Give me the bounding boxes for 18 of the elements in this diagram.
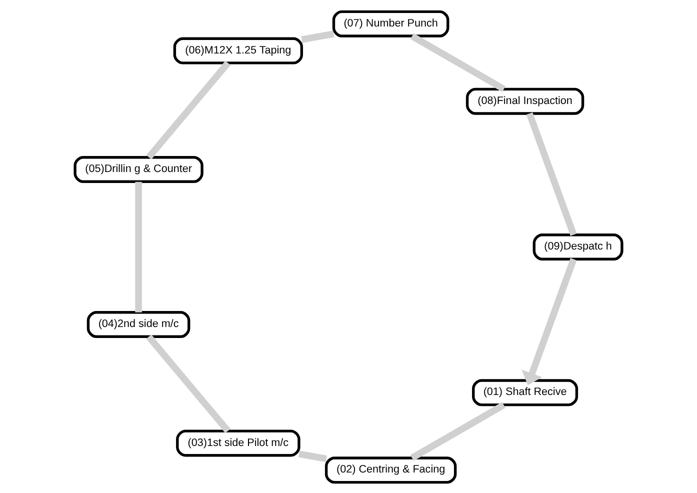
connector xyxy=(526,112,577,236)
node-box: (05)Drillin g & Counter xyxy=(74,156,204,182)
connector xyxy=(146,334,230,433)
connector xyxy=(410,402,506,460)
node-box: (03)1st side Pilot m/c xyxy=(176,429,300,456)
node-box: (01) Shaft Recive xyxy=(472,378,578,406)
node-box: (02) Centring & Facing xyxy=(324,456,457,484)
connector xyxy=(301,30,334,42)
connector xyxy=(135,181,142,312)
node-box: (06)M12X 1.25 Taping xyxy=(173,36,304,64)
connector xyxy=(298,450,327,462)
connector xyxy=(146,60,231,159)
node-box: (07) Number Punch xyxy=(332,10,450,37)
node-box: (04)2nd side m/c xyxy=(86,310,190,338)
node-box: (08)Final Inspaction xyxy=(466,87,584,114)
connector xyxy=(410,32,506,92)
node-box: (09)Despatc h xyxy=(532,233,624,260)
arrow xyxy=(522,258,577,385)
